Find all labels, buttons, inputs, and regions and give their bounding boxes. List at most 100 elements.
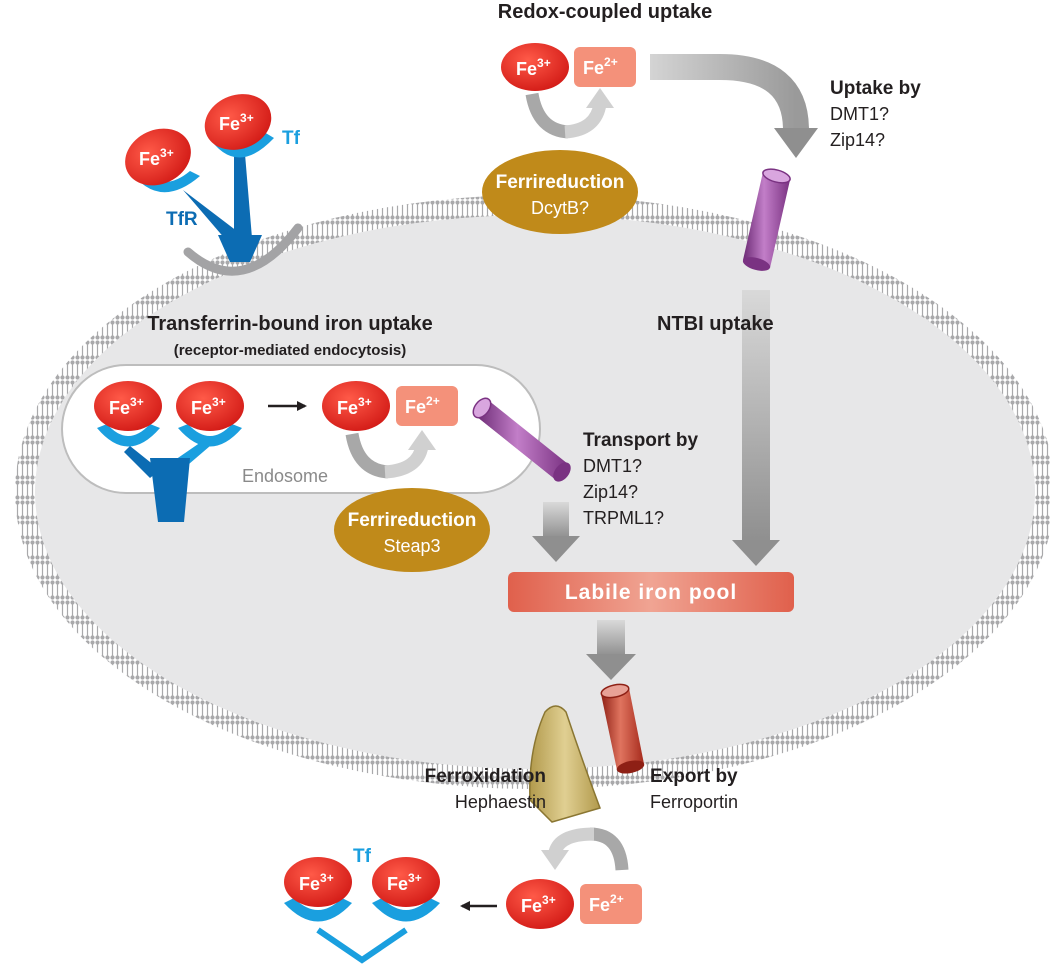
fe3-label: Fe3+ (191, 395, 226, 418)
fe2-label: Fe2+ (405, 394, 440, 417)
tfr-arm-right (234, 142, 252, 240)
hephaestin (529, 705, 601, 823)
lip-box (508, 572, 794, 612)
ntbi-arrow (742, 290, 770, 542)
dmt1-label: DMT1? (830, 104, 889, 124)
steap3-reductase (334, 488, 490, 572)
transport-arrow (543, 502, 569, 538)
uptake-arrowhead (774, 128, 818, 158)
ferrireduction-label: Ferrireduction (496, 172, 625, 193)
lip-label: Labile iron pool (565, 581, 737, 604)
ferroportin-top (600, 683, 630, 699)
cycle-arrowhead (586, 88, 614, 108)
ferroportin-bottom (616, 760, 645, 774)
cycle-arrow (589, 827, 629, 871)
fe3-label: Fe3+ (387, 871, 422, 894)
fe3-ion (501, 43, 569, 91)
fe3-label: Fe3+ (139, 146, 174, 169)
endosome-label: Endosome (242, 466, 328, 486)
redox-coupled-uptake: Redox-coupled uptake Fe3+ Fe2+ Uptake by… (482, 1, 921, 234)
tf-cup-left (97, 424, 160, 447)
export-by-label: Export by (650, 766, 738, 787)
export-arrow (597, 620, 625, 656)
labile-iron-pool: Labile iron pool (508, 572, 794, 680)
fe2-box (396, 386, 458, 426)
ntbi-uptake: NTBI uptake (657, 290, 780, 566)
fe2-box (574, 47, 636, 87)
ntbi-arrowhead (732, 540, 780, 566)
fe3-label: Fe3+ (337, 395, 372, 418)
fe3-ion (176, 381, 244, 431)
cycle-arrowhead (541, 850, 569, 870)
tfr-stem (218, 235, 262, 262)
fe3-ion (284, 857, 352, 907)
ntbi-label: NTBI uptake (657, 313, 774, 335)
dcytb-reductase (482, 150, 638, 234)
cycle-arrow-down (525, 92, 569, 139)
cycle-arrow-up (564, 102, 607, 139)
fe3-ion (204, 94, 272, 150)
cytoplasm (35, 215, 1035, 769)
hephaestin-label: Hephaestin (455, 792, 546, 812)
uptake-arrow (650, 54, 809, 131)
transport-by-label: Transport by (583, 430, 699, 451)
transporter-top (762, 168, 791, 184)
tfr-arm-left (124, 446, 160, 478)
ferroportin-body (601, 688, 644, 770)
fe2-box (580, 884, 642, 924)
tf-cup-left (128, 164, 200, 193)
tf-linker (316, 927, 408, 964)
tfr-stem (150, 458, 190, 522)
fe2-label: Fe2+ (583, 55, 618, 78)
trpml1-label: TRPML1? (583, 508, 664, 528)
tf-cup-right (372, 898, 440, 922)
transferrin-receptor-complex: Fe3+ Fe3+ Tf TfR (125, 94, 301, 262)
steap3-label: Steap3 (383, 536, 440, 556)
tfr-arm-left (183, 190, 246, 247)
fe3-ion (506, 879, 574, 929)
zip14-label: Zip14? (830, 130, 885, 150)
transporter-bottom (553, 462, 571, 482)
tf-cup-right (178, 424, 242, 447)
export-arrowhead (586, 654, 636, 680)
cycle-arrowhead (408, 430, 436, 450)
uptake-by-label: Uptake by (830, 78, 921, 99)
fe3-ion (125, 128, 191, 186)
fe3-ion (322, 381, 390, 431)
transporter-top (472, 397, 492, 419)
fe3-ion (94, 381, 162, 431)
fe3-label: Fe3+ (109, 395, 144, 418)
dmt1-label: DMT1? (583, 456, 642, 476)
tf-cup-left (284, 898, 352, 922)
cell (15, 195, 1050, 789)
tf-label: Tf (353, 846, 372, 867)
fe3-label: Fe3+ (516, 56, 551, 79)
tbi-subtitle: (receptor-mediated endocytosis) (174, 342, 407, 359)
transport-arrowhead (532, 536, 580, 562)
endosomal-transporter (476, 400, 568, 480)
ferroxidation-label: Ferroxidation (425, 766, 546, 787)
transporter-body (743, 172, 790, 268)
ferroportin-label: Ferroportin (650, 792, 738, 812)
fe2-label: Fe2+ (589, 892, 624, 915)
cycle-arrow-down (345, 432, 389, 479)
dcytb-label: DcytB? (531, 198, 589, 218)
zip14-label: Zip14? (583, 482, 638, 502)
coated-pit (183, 223, 303, 276)
membrane-transporter (742, 168, 791, 271)
cycle-arrow (548, 827, 595, 855)
ferrireduction-label: Ferrireduction (348, 510, 477, 531)
fe3-label: Fe3+ (219, 111, 254, 134)
fe3-ion (372, 857, 440, 907)
transporter-bottom (742, 257, 771, 271)
transferrin-bound-iron-uptake: Transferrin-bound iron uptake (receptor-… (94, 313, 699, 572)
tbi-title: Transferrin-bound iron uptake (147, 313, 433, 335)
redox-title: Redox-coupled uptake (498, 1, 712, 23)
tfr-label: TfR (166, 209, 198, 230)
iron-export: Ferroxidation Hephaestin Export by Ferro… (284, 683, 738, 964)
fe3-label: Fe3+ (299, 871, 334, 894)
fe3-label: Fe3+ (521, 893, 556, 916)
tf-label: Tf (282, 128, 301, 149)
